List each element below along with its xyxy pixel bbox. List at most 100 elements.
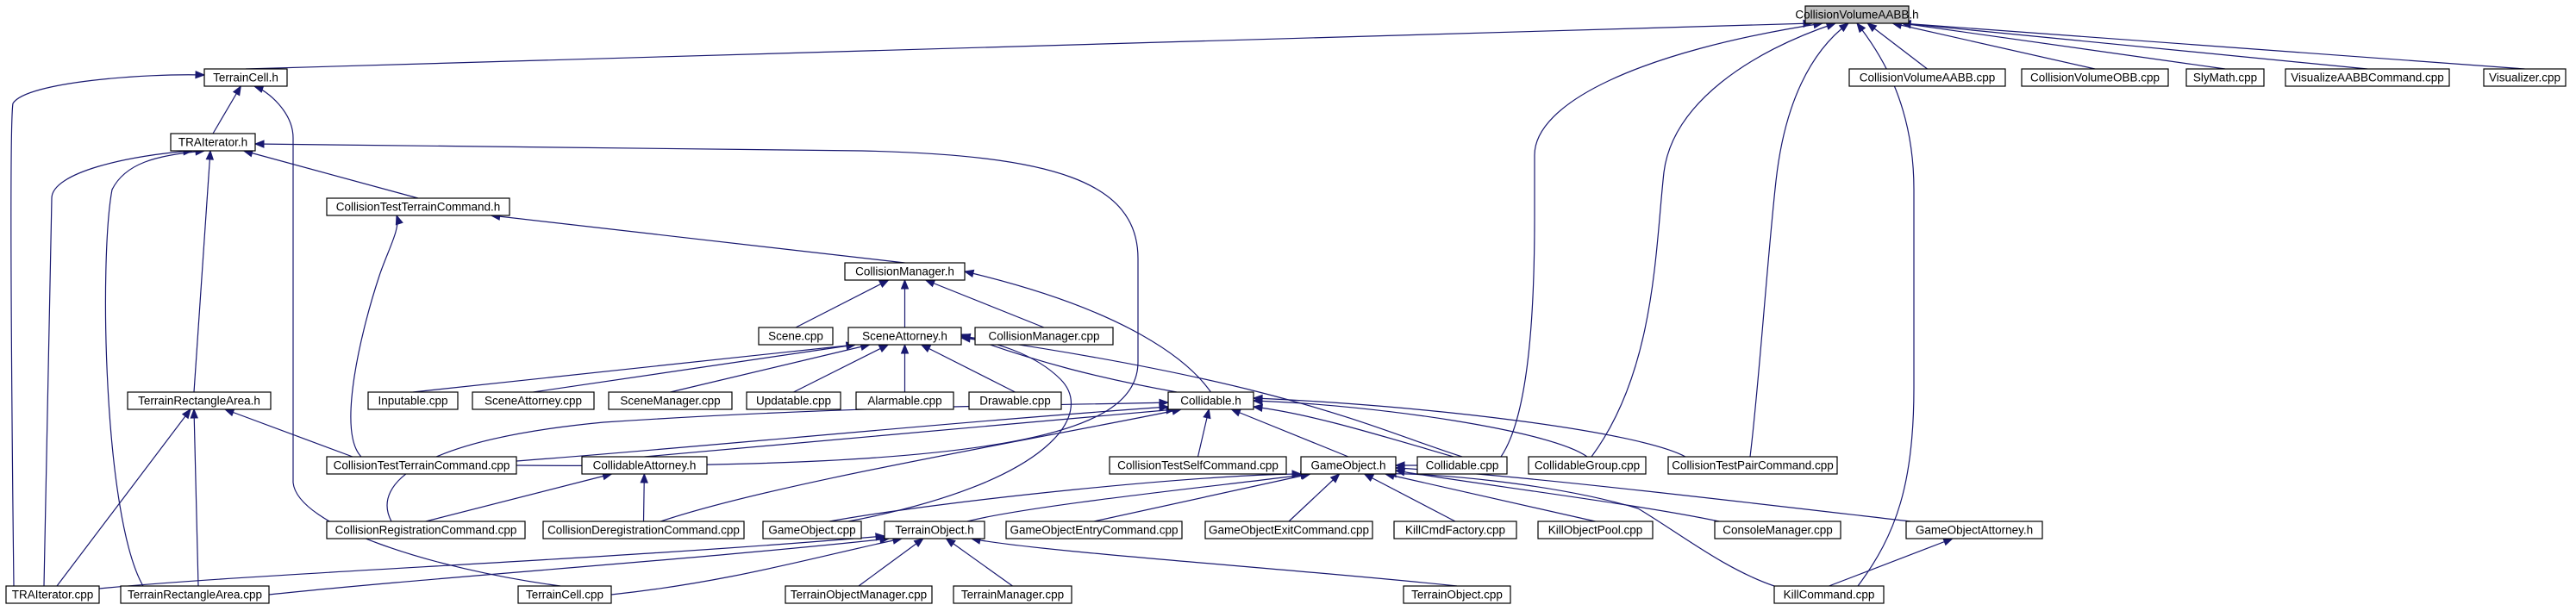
- node-label: VisualizeAABBCommand.cpp: [2291, 72, 2444, 84]
- node-terrainobject_h[interactable]: TerrainObject.h: [884, 521, 985, 539]
- node-box[interactable]: [127, 391, 272, 410]
- node-inputable_cpp[interactable]: Inputable.cpp: [367, 391, 459, 410]
- node-ctselfcmd_cpp[interactable]: CollisionTestSelfCommand.cpp: [1109, 456, 1287, 475]
- node-box[interactable]: [1537, 521, 1654, 539]
- node-box[interactable]: [1167, 391, 1254, 410]
- node-ctterraincmd_h[interactable]: CollisionTestTerrainCommand.h: [326, 197, 510, 216]
- node-traiterator_h[interactable]: TRAIterator.h: [170, 133, 256, 152]
- node-box[interactable]: [1109, 456, 1287, 475]
- node-box[interactable]: [472, 391, 595, 410]
- node-box[interactable]: [2021, 68, 2169, 87]
- node-box[interactable]: [542, 521, 745, 539]
- node-killcmdfactory_cpp[interactable]: KillCmdFactory.cpp: [1393, 521, 1517, 539]
- node-box[interactable]: [844, 262, 966, 281]
- node-gameobject_cpp[interactable]: GameObject.cpp: [762, 521, 862, 539]
- node-killobjectpool_cpp[interactable]: KillObjectPool.cpp: [1537, 521, 1654, 539]
- node-box[interactable]: [326, 197, 510, 216]
- node-box[interactable]: [326, 521, 526, 539]
- node-ctpaircmd_cpp[interactable]: CollisionTestPairCommand.cpp: [1667, 456, 1838, 475]
- node-drawable_cpp[interactable]: Drawable.cpp: [968, 391, 1062, 410]
- node-box[interactable]: [517, 585, 612, 604]
- node-traiterator_cpp[interactable]: TRAIterator.cpp: [5, 585, 100, 604]
- node-goentrycmd_cpp[interactable]: GameObjectEntryCommand.cpp: [1005, 521, 1183, 539]
- node-box[interactable]: [608, 391, 733, 410]
- node-box[interactable]: [1667, 456, 1838, 475]
- node-box[interactable]: [203, 68, 288, 87]
- node-terraincell_cpp[interactable]: TerrainCell.cpp: [517, 585, 612, 604]
- node-cvaabb_h[interactable]: CollisionVolumeAABB.h: [1795, 5, 1919, 24]
- edge-line: [253, 85, 561, 587]
- edge-line: [1856, 22, 1915, 587]
- node-collderegcmd_cpp[interactable]: CollisionDeregistrationCommand.cpp: [542, 521, 745, 539]
- edge-traiterator_cpp-to-terrainrectarea_h: [56, 408, 191, 587]
- node-box[interactable]: [170, 133, 256, 152]
- node-box[interactable]: [367, 391, 459, 410]
- node-collidableattorney_h[interactable]: CollidableAttorney.h: [581, 456, 708, 475]
- node-terrainobjmanager_cpp[interactable]: TerrainObjectManager.cpp: [785, 585, 933, 604]
- node-alarmable_cpp[interactable]: Alarmable.cpp: [855, 391, 954, 410]
- node-cvobb_cpp[interactable]: CollisionVolumeOBB.cpp: [2021, 68, 2169, 87]
- edge-traiterator_h-to-terraincell_h: [212, 84, 241, 134]
- node-sceneattorney_h[interactable]: SceneAttorney.h: [847, 327, 962, 346]
- node-goattorney_h[interactable]: GameObjectAttorney.h: [1905, 521, 2043, 539]
- node-box[interactable]: [1005, 521, 1183, 539]
- node-box[interactable]: [1393, 521, 1517, 539]
- node-visualizer_cpp[interactable]: Visualizer.cpp: [2483, 68, 2567, 87]
- node-scenemanager_cpp[interactable]: SceneManager.cpp: [608, 391, 733, 410]
- node-label: ConsoleManager.cpp: [1723, 524, 1833, 537]
- node-cvaabb_cpp[interactable]: CollisionVolumeAABB.cpp: [1848, 68, 2006, 87]
- node-box[interactable]: [1848, 68, 2006, 87]
- node-collidable_cpp[interactable]: Collidable.cpp: [1416, 456, 1508, 475]
- node-box[interactable]: [974, 327, 1114, 346]
- node-box[interactable]: [326, 456, 517, 475]
- node-terraincell_h[interactable]: TerrainCell.h: [203, 68, 288, 87]
- node-terrainrectarea_h[interactable]: TerrainRectangleArea.h: [127, 391, 272, 410]
- node-box[interactable]: [1300, 456, 1397, 475]
- node-goexitcmd_cpp[interactable]: GameObjectExitCommand.cpp: [1204, 521, 1373, 539]
- node-box[interactable]: [847, 327, 962, 346]
- edge-line: [1253, 397, 1686, 458]
- node-box[interactable]: [1773, 585, 1885, 604]
- node-terrainobject_cpp[interactable]: TerrainObject.cpp: [1403, 585, 1511, 604]
- node-gameobject_h[interactable]: GameObject.h: [1300, 456, 1397, 475]
- node-box[interactable]: [762, 521, 862, 539]
- node-box[interactable]: [953, 585, 1072, 604]
- node-box[interactable]: [1528, 456, 1647, 475]
- node-sceneattorney_cpp[interactable]: SceneAttorney.cpp: [472, 391, 595, 410]
- node-label: Alarmable.cpp: [867, 395, 941, 408]
- edge-collderegcmd_cpp-to-collidableattorney_h: [640, 472, 648, 522]
- node-terrainrectarea_cpp[interactable]: TerrainRectangleArea.cpp: [120, 585, 270, 604]
- node-collidable_h[interactable]: Collidable.h: [1167, 391, 1254, 410]
- node-box[interactable]: [1714, 521, 1841, 539]
- node-box[interactable]: [785, 585, 933, 604]
- node-box[interactable]: [1416, 456, 1508, 475]
- node-box[interactable]: [1905, 521, 2043, 539]
- node-box[interactable]: [968, 391, 1062, 410]
- node-box[interactable]: [5, 585, 100, 604]
- node-terrainmanager_cpp[interactable]: TerrainManager.cpp: [953, 585, 1072, 604]
- node-box[interactable]: [2483, 68, 2567, 87]
- node-box[interactable]: [2285, 68, 2450, 87]
- node-box[interactable]: [581, 456, 708, 475]
- node-collidablegroup_cpp[interactable]: CollidableGroup.cpp: [1528, 456, 1647, 475]
- node-consolemanager_cpp[interactable]: ConsoleManager.cpp: [1714, 521, 1841, 539]
- node-box[interactable]: [2185, 68, 2265, 87]
- node-collisionmanager_cpp[interactable]: CollisionManager.cpp: [974, 327, 1114, 346]
- node-box[interactable]: [758, 327, 834, 346]
- node-box[interactable]: [1403, 585, 1511, 604]
- node-collisionmanager_h[interactable]: CollisionManager.h: [844, 262, 966, 281]
- node-box[interactable]: [884, 521, 985, 539]
- node-visaabbcmd_cpp[interactable]: VisualizeAABBCommand.cpp: [2285, 68, 2450, 87]
- node-box[interactable]: [120, 585, 270, 604]
- node-scene_cpp[interactable]: Scene.cpp: [758, 327, 834, 346]
- node-box[interactable]: [1204, 521, 1373, 539]
- node-ctterraincmd_cpp[interactable]: CollisionTestTerrainCommand.cpp: [326, 456, 517, 475]
- node-box[interactable]: [1804, 5, 1910, 24]
- node-killcommand_cpp[interactable]: KillCommand.cpp: [1773, 585, 1885, 604]
- node-updatable_cpp[interactable]: Updatable.cpp: [746, 391, 841, 410]
- edge-line: [1591, 22, 1836, 458]
- node-box[interactable]: [855, 391, 954, 410]
- node-slymath_cpp[interactable]: SlyMath.cpp: [2185, 68, 2265, 87]
- node-box[interactable]: [746, 391, 841, 410]
- node-collregcmd_cpp[interactable]: CollisionRegistrationCommand.cpp: [326, 521, 526, 539]
